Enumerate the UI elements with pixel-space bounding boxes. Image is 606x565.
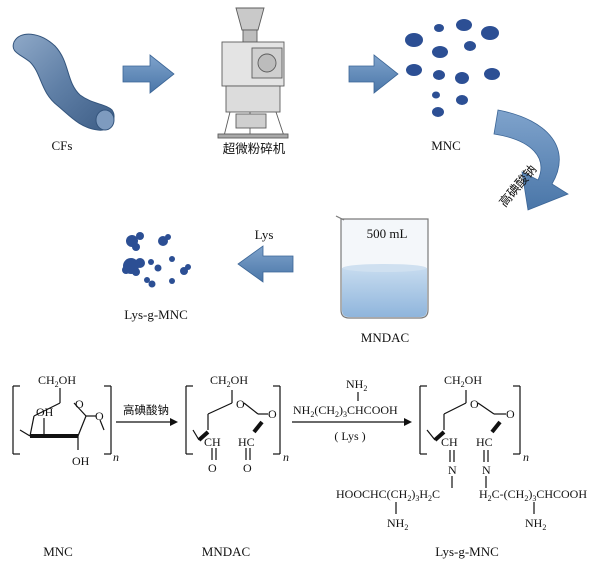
product-n-right: N [482,463,491,477]
mndac-structure [185,385,281,460]
mndac-o-right: O [243,461,252,475]
mndac-label: MNDAC [361,330,409,345]
ultrafine-grinder-icon [217,7,289,139]
cfs-label: CFs [52,138,73,153]
reaction-oxidant: 高碘酸钠 [123,403,169,417]
mnc-structure [12,385,112,455]
caption-product: Lys-g-MNC [435,544,499,559]
product-bridge-o: O [506,407,515,421]
mnc-oh-ring: OH [36,405,54,419]
caption-mnc: MNC [43,544,73,559]
product-hc: HC [476,435,493,449]
mndac-ch: CH [204,435,221,449]
mnc-ring-o: O [75,397,84,411]
beaker-icon [335,215,429,319]
lys-label: Lys [255,227,274,242]
product-label: Lys-g-MNC [124,307,188,322]
mndac-bridge-o: O [268,407,277,421]
product-ch2oh: CH2OH [444,373,482,389]
oxidation-curved-arrow [493,109,569,211]
product-ch: CH [441,435,458,449]
mndac-hc: HC [238,435,255,449]
mndac-n: n [283,450,289,464]
reaction-arrow-2 [292,392,412,426]
mnc-ch2oh: CH2OH [38,373,76,389]
mnc-n: n [113,450,119,464]
mndac-o-left: O [208,461,217,475]
lys-g-mnc-structure [395,385,535,514]
beaker-volume: 500 mL [367,226,408,241]
mnc-bridge-o: O [95,409,104,423]
mnc-particles-icon [405,19,500,117]
caption-mndac: MNDAC [202,544,250,559]
mndac-ch2oh: CH2OH [210,373,248,389]
right-nh2: NH2 [525,516,546,532]
lys-formula: NH2(CH2)3CHCOOH [293,403,398,419]
arrow-left [237,245,294,283]
cfs-fiber-illustration [12,33,115,131]
grinder-label: 超微粉碎机 [223,141,286,156]
mnc-label: MNC [431,138,461,153]
reaction-arrow-1 [116,418,178,426]
arrow-right-2 [348,54,399,94]
lys-g-mnc-clusters-icon [122,232,191,288]
product-ring-o: O [470,397,479,411]
right-side-chain: H2C-(CH2)3CHCOOH [479,487,587,503]
arrow-right-1 [122,54,175,94]
mnc-oh-bottom: OH [72,454,90,468]
lys-top-nh2: NH2 [346,377,367,393]
product-n-left: N [448,463,457,477]
left-nh2: NH2 [387,516,408,532]
mndac-ring-o: O [236,397,245,411]
left-side-chain: HOOCHC(CH2)3H2C [336,487,440,503]
lys-paren: ( Lys ) [334,429,365,443]
product-n: n [523,450,529,464]
